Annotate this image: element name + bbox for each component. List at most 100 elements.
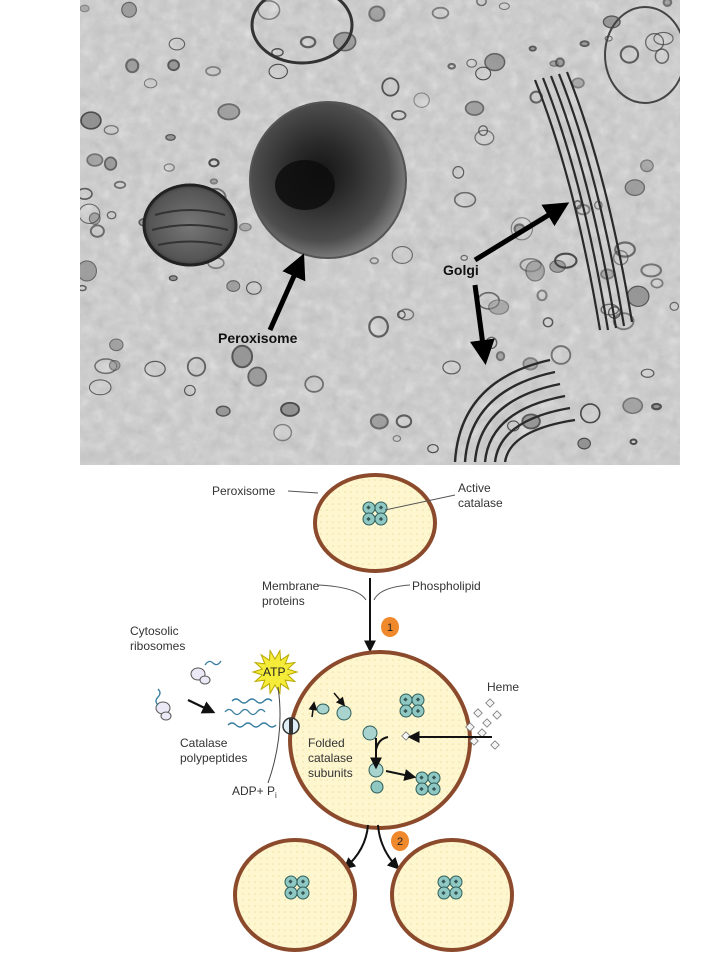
folded-catalase-label-line2: catalase <box>308 751 353 765</box>
step2-arrow-left <box>343 824 369 870</box>
ribosome-lower <box>155 688 172 721</box>
vesicle <box>80 284 87 292</box>
atp-to-adp-line <box>267 686 281 784</box>
golgi-stack-bottom <box>453 358 576 463</box>
micrograph-peroxisome-label: Peroxisome <box>218 330 298 346</box>
top-peroxisome-label: Peroxisome <box>212 484 276 498</box>
vesicle <box>268 63 288 80</box>
daughter-peroxisome-left <box>233 838 357 952</box>
active-catalase-label-line2: catalase <box>458 496 503 510</box>
catalase-import-diagram: Peroxisome Active catalase Membrane prot… <box>130 473 519 952</box>
vesicle <box>542 317 554 328</box>
vesicle <box>80 260 97 282</box>
vesicle <box>80 111 102 130</box>
vesicle <box>89 224 105 238</box>
vesicle <box>368 315 389 338</box>
vesicle <box>398 308 415 321</box>
step2-badge: 2 <box>391 831 409 851</box>
vesicle <box>125 58 140 74</box>
vesicle <box>271 48 284 57</box>
vesicle <box>525 260 545 282</box>
vesicle <box>369 413 389 430</box>
vesicle <box>205 65 222 77</box>
vesicle <box>144 360 166 377</box>
vesicle <box>452 165 465 179</box>
catalase-polypeptide-chains <box>224 698 277 728</box>
heme-molecule <box>473 708 483 718</box>
vesicle <box>626 285 650 307</box>
vesicle <box>579 40 590 48</box>
vesicle <box>168 37 186 51</box>
vesicle <box>369 257 379 265</box>
vesicle <box>109 338 124 352</box>
folded-catalase-label-line3: subunits <box>308 766 353 780</box>
peroxisome-pointer-arrow <box>267 253 306 332</box>
vesicle <box>368 5 386 22</box>
mitochondrion <box>142 183 238 267</box>
vesicle <box>640 159 654 173</box>
vesicle <box>163 163 175 172</box>
vesicle <box>217 103 241 121</box>
vesicle <box>654 48 670 64</box>
vesicle <box>571 77 585 89</box>
catalase-polypeptides-label-line1: Catalase <box>180 736 228 750</box>
vesicle <box>510 217 534 241</box>
vesicle <box>640 368 655 378</box>
vesicle <box>495 351 506 362</box>
vesicle <box>619 45 640 64</box>
golgi-pointer-arrow-upper <box>473 202 570 263</box>
vesicle <box>498 2 510 11</box>
vesicle <box>381 77 400 97</box>
micrograph-golgi-label: Golgi <box>443 262 479 278</box>
golgi-pointer-arrow-lower <box>469 284 495 365</box>
golgi-stack-right <box>533 71 634 331</box>
vesicle <box>392 435 402 443</box>
vesicle <box>80 4 90 13</box>
atp-burst <box>251 648 299 696</box>
step2-arrow-right <box>377 824 400 870</box>
vesicle <box>88 212 101 225</box>
vesicle <box>231 344 254 369</box>
vesicle <box>143 78 158 89</box>
heme-molecule <box>490 740 500 750</box>
vesicle <box>226 280 241 292</box>
vesicle <box>80 187 93 200</box>
membrane-proteins-connector <box>317 584 367 601</box>
vesicle <box>80 203 101 224</box>
catalase-polypeptides-label-line2: polypeptides <box>180 751 247 765</box>
vesicle <box>390 110 407 121</box>
vesicle <box>245 281 262 295</box>
ribosome-upper <box>190 660 222 685</box>
svg-text:1: 1 <box>387 622 393 634</box>
phospholipid-label: Phospholipid <box>412 579 481 593</box>
vesicle <box>629 438 638 446</box>
vesicle <box>215 405 231 417</box>
vesicle <box>186 356 207 377</box>
vesicle <box>427 443 439 454</box>
vesicle <box>167 59 180 72</box>
electron-micrograph: Peroxisome Golgi <box>80 0 680 465</box>
vesicle <box>257 0 281 20</box>
active-catalase-label-line1: Active <box>458 481 491 495</box>
vesicle <box>209 178 219 185</box>
vesicle <box>113 180 127 189</box>
vesicle <box>431 6 450 20</box>
vesicle <box>466 58 478 68</box>
membrane-proteins-label-line1: Membrane <box>262 579 320 593</box>
heme-molecule <box>482 718 492 728</box>
vesicle <box>645 33 665 52</box>
folded-catalase-label-line1: Folded <box>308 736 345 750</box>
membrane-proteins-label-line2: proteins <box>262 594 305 608</box>
vesicle <box>103 156 118 171</box>
vesicle <box>391 246 413 264</box>
vesicle <box>475 66 492 81</box>
vesicle <box>304 375 324 393</box>
cytosolic-ribosomes-label-line1: Cytosolic <box>130 624 179 638</box>
peroxisome-organelle <box>249 101 407 259</box>
vesicle <box>640 263 663 278</box>
vesicle <box>447 62 457 70</box>
vesicle <box>168 275 178 282</box>
vesicle <box>528 45 537 52</box>
vesicle <box>602 15 621 29</box>
phospholipid-connector <box>373 584 411 601</box>
